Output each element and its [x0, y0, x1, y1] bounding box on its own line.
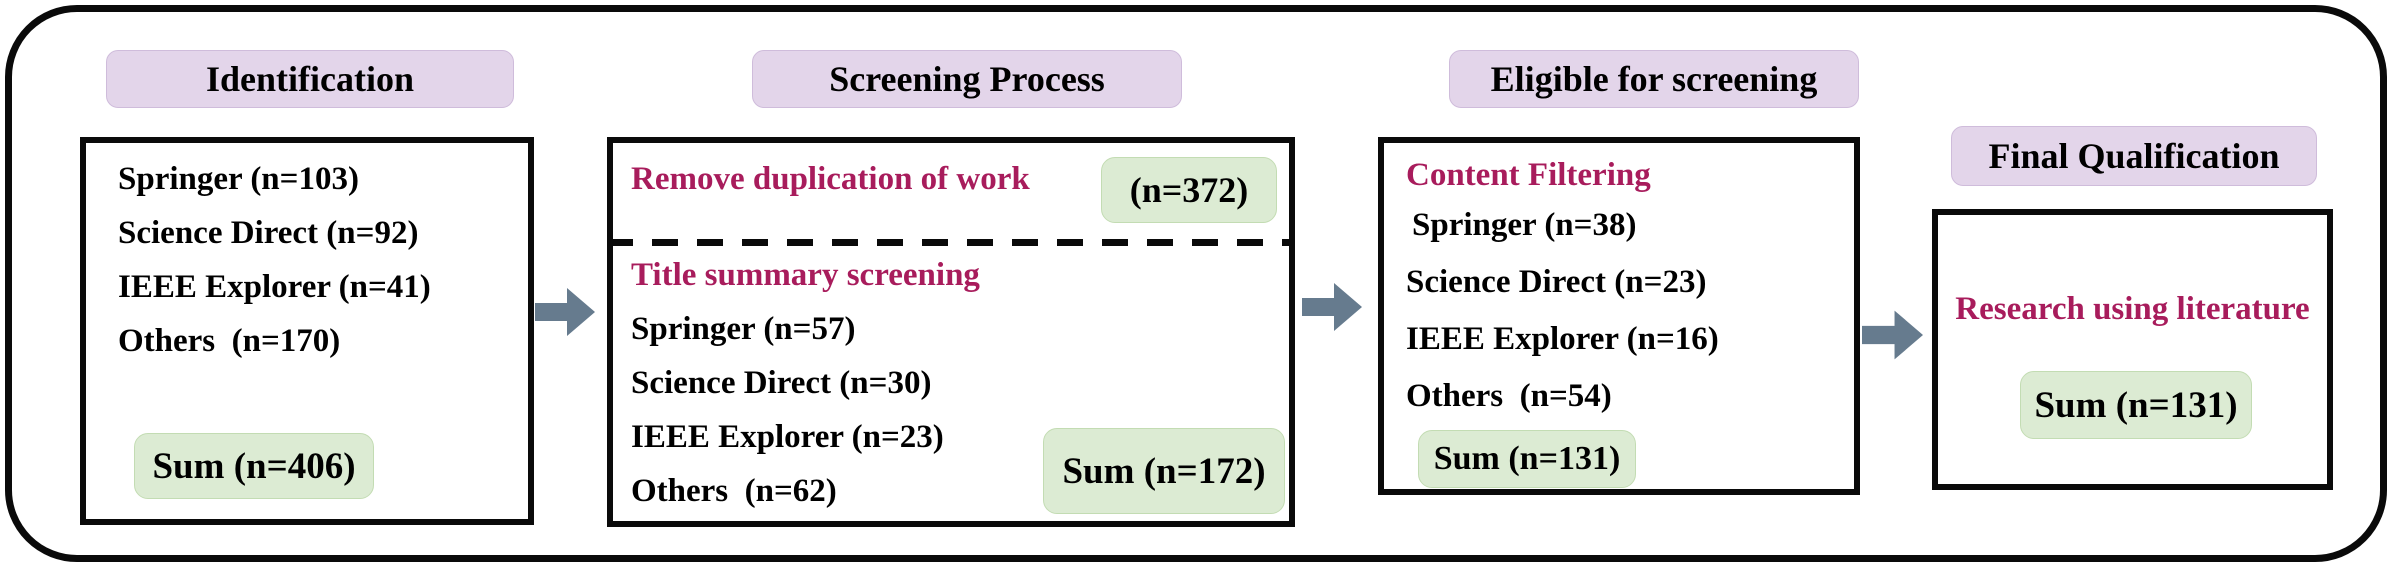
dashed-divider	[607, 239, 1295, 246]
flow-arrow-icon	[1302, 283, 1362, 331]
stage-header-identification: Identification	[106, 50, 514, 108]
source-count-item: Others (n=62)	[631, 473, 837, 509]
research-using-literature-label: Research using literature	[1955, 291, 2310, 327]
screening-process-box: Remove duplication of work (n=372) Title…	[607, 137, 1295, 527]
source-count-item: Science Direct (n=92)	[118, 215, 419, 251]
source-count-item: Science Direct (n=30)	[631, 365, 932, 401]
source-count-item: IEEE Explorer (n=16)	[1406, 321, 1719, 357]
title-summary-screening-label: Title summary screening	[631, 257, 980, 293]
eligible-for-screening-box: Content Filtering Springer (n=38) Scienc…	[1378, 137, 1860, 495]
final-qualification-box: Research using literature Sum (n=131)	[1932, 209, 2333, 490]
source-count-item: IEEE Explorer (n=41)	[118, 269, 431, 305]
sum-badge: Sum (n=406)	[134, 433, 374, 499]
outer-frame	[5, 5, 2387, 562]
source-count-item: Springer (n=38)	[1412, 207, 1637, 243]
source-count-item: Others (n=54)	[1406, 378, 1612, 414]
sum-badge: Sum (n=131)	[1418, 430, 1636, 488]
remove-duplication-label: Remove duplication of work	[631, 161, 1030, 197]
sum-badge: Sum (n=131)	[2020, 371, 2252, 439]
source-count-item: Springer (n=103)	[118, 161, 359, 197]
stage-header-final-qualification: Final Qualification	[1951, 126, 2317, 186]
identification-box: Springer (n=103) Science Direct (n=92) I…	[80, 137, 534, 525]
sum-badge: Sum (n=172)	[1043, 428, 1285, 514]
source-count-item: Others (n=170)	[118, 323, 341, 359]
count-badge: (n=372)	[1101, 157, 1277, 223]
source-count-item: Springer (n=57)	[631, 311, 856, 347]
source-count-item: IEEE Explorer (n=23)	[631, 419, 944, 455]
source-count-item: Science Direct (n=23)	[1406, 264, 1707, 300]
content-filtering-label: Content Filtering	[1406, 157, 1651, 193]
flow-arrow-icon	[535, 288, 595, 336]
flow-arrow-icon	[1862, 310, 1923, 360]
stage-header-eligible-for-screening: Eligible for screening	[1449, 50, 1859, 108]
stage-header-screening-process: Screening Process	[752, 50, 1182, 108]
